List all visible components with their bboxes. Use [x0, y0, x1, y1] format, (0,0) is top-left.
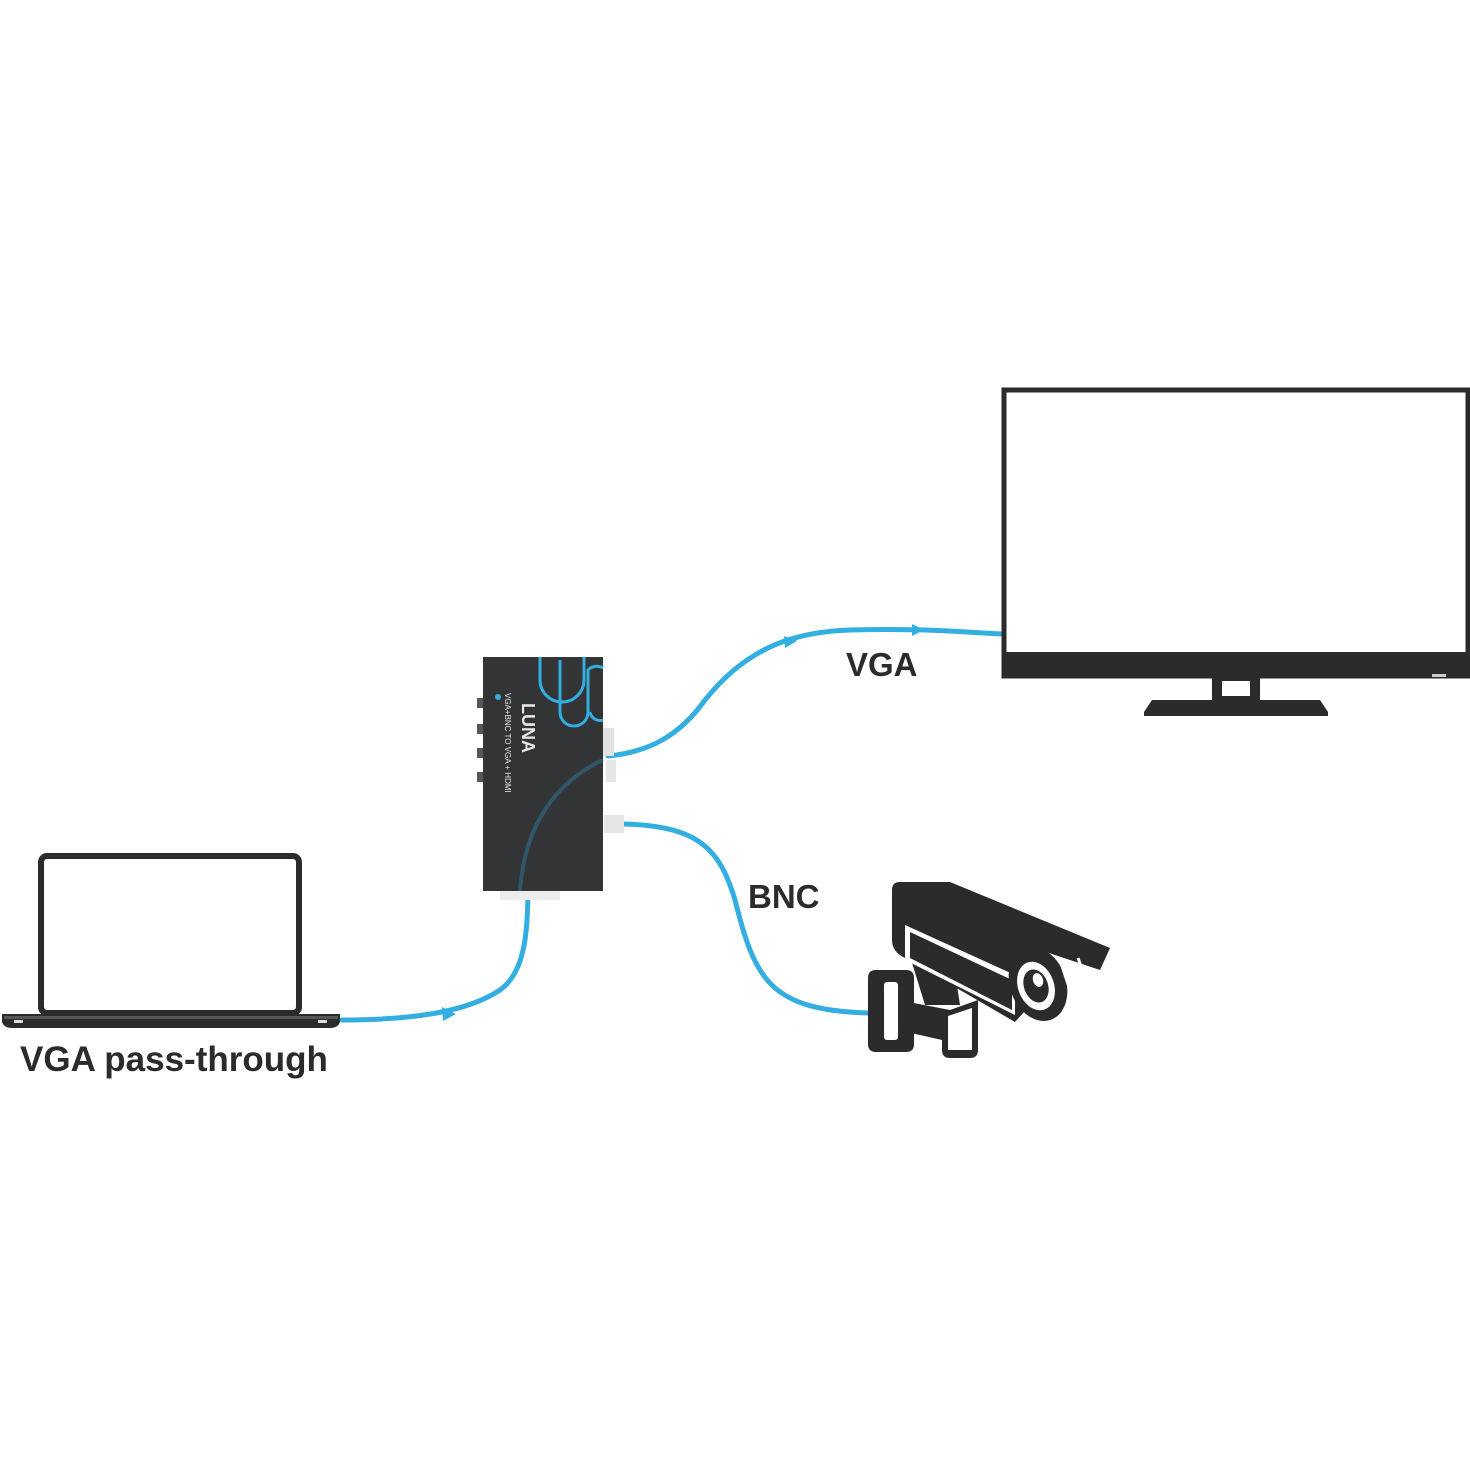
device-model: VGA+BNC TO VGA + HDMI — [503, 693, 512, 793]
vga-passthrough-label: VGA pass-through — [20, 1040, 328, 1079]
cable-bnc-input — [621, 821, 871, 1016]
cables — [339, 626, 1005, 1023]
bnc-connector — [604, 815, 624, 833]
cable-arrows — [442, 624, 924, 1021]
cable-vga-output — [605, 626, 1005, 759]
laptop-icon — [2, 853, 340, 1028]
arrow-icon — [784, 636, 797, 648]
device-brand: LUNA — [518, 703, 538, 753]
bnc-input-label: BNC — [748, 878, 820, 915]
converter-box-icon: LUNA VGA+BNC TO VGA + HDMI — [477, 657, 624, 900]
monitor-icon — [1001, 387, 1470, 716]
arrow-icon — [442, 1007, 456, 1021]
security-camera-icon — [868, 882, 1110, 1058]
arrow-icon — [912, 624, 924, 636]
vga-output-label: VGA — [846, 646, 918, 683]
